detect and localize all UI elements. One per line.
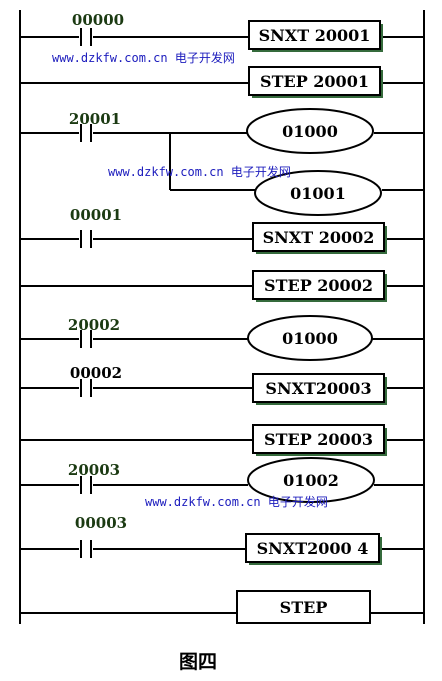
instruction-box [245,533,380,563]
coil-label: 01002 [283,471,339,490]
coil-label: 01000 [282,122,338,141]
instruction-label: STEP 20003 [264,430,373,449]
coil-label: 01001 [290,184,346,203]
no-contact [79,476,93,494]
instruction-label: SNXT 20002 [263,228,375,247]
no-contact [79,230,93,248]
watermark-text: www.dzkfw.com.cn 电子开发网 [145,494,328,509]
rung-4: 00001 SNXT 20002 [20,206,424,254]
no-contact [79,379,93,397]
instruction-label: SNXT20003 [265,379,371,398]
rung-6: 20002 01000 [20,315,424,361]
instruction-box [252,373,385,403]
output-coil [247,457,375,503]
contact-label: 00003 [75,514,127,532]
instruction-box [252,222,385,252]
rung-3: 20001 01000 01001 [20,108,424,216]
no-contact [79,28,93,46]
rung-1: 00000 SNXT 20001 [20,11,424,52]
instruction-label: STEP 20001 [260,72,369,91]
contact-label: 20002 [68,316,120,334]
instruction-label: SNXT 20001 [259,26,371,45]
watermark-text: www.dzkfw.com.cn 电子开发网 [52,50,235,65]
no-contact [79,124,93,142]
output-coil [254,170,382,216]
instruction-label: STEP [280,598,328,617]
output-coil [246,108,374,154]
instruction-label: STEP 20002 [264,276,373,295]
instruction-box [248,66,381,96]
rung-9: 20003 01002 [20,457,424,503]
contact-label: 20001 [69,110,121,128]
rung-7: 00002 SNXT20003 [20,364,424,405]
instruction-box [252,270,385,300]
output-coil [247,315,373,361]
contact-label: 00002 [70,364,122,382]
rung-2: STEP 20001 [20,66,424,98]
rung-11: STEP [20,590,424,624]
instruction-box [248,20,381,50]
instruction-label: SNXT2000 4 [257,539,369,558]
contact-label: 20003 [68,461,120,479]
contact-label: 00001 [70,206,122,224]
rung-10: 00003 SNXT2000 4 [20,514,424,565]
no-contact [79,330,93,348]
instruction-box [236,590,371,624]
rung-8: STEP 20003 [20,424,424,456]
no-contact [79,540,93,558]
instruction-box [252,424,385,454]
contact-label: 00000 [72,11,124,29]
watermark-text: www.dzkfw.com.cn 电子开发网 [108,164,291,179]
figure-caption: 图四 [179,651,217,673]
coil-label: 01000 [282,329,338,348]
rung-5: STEP 20002 [20,270,424,302]
